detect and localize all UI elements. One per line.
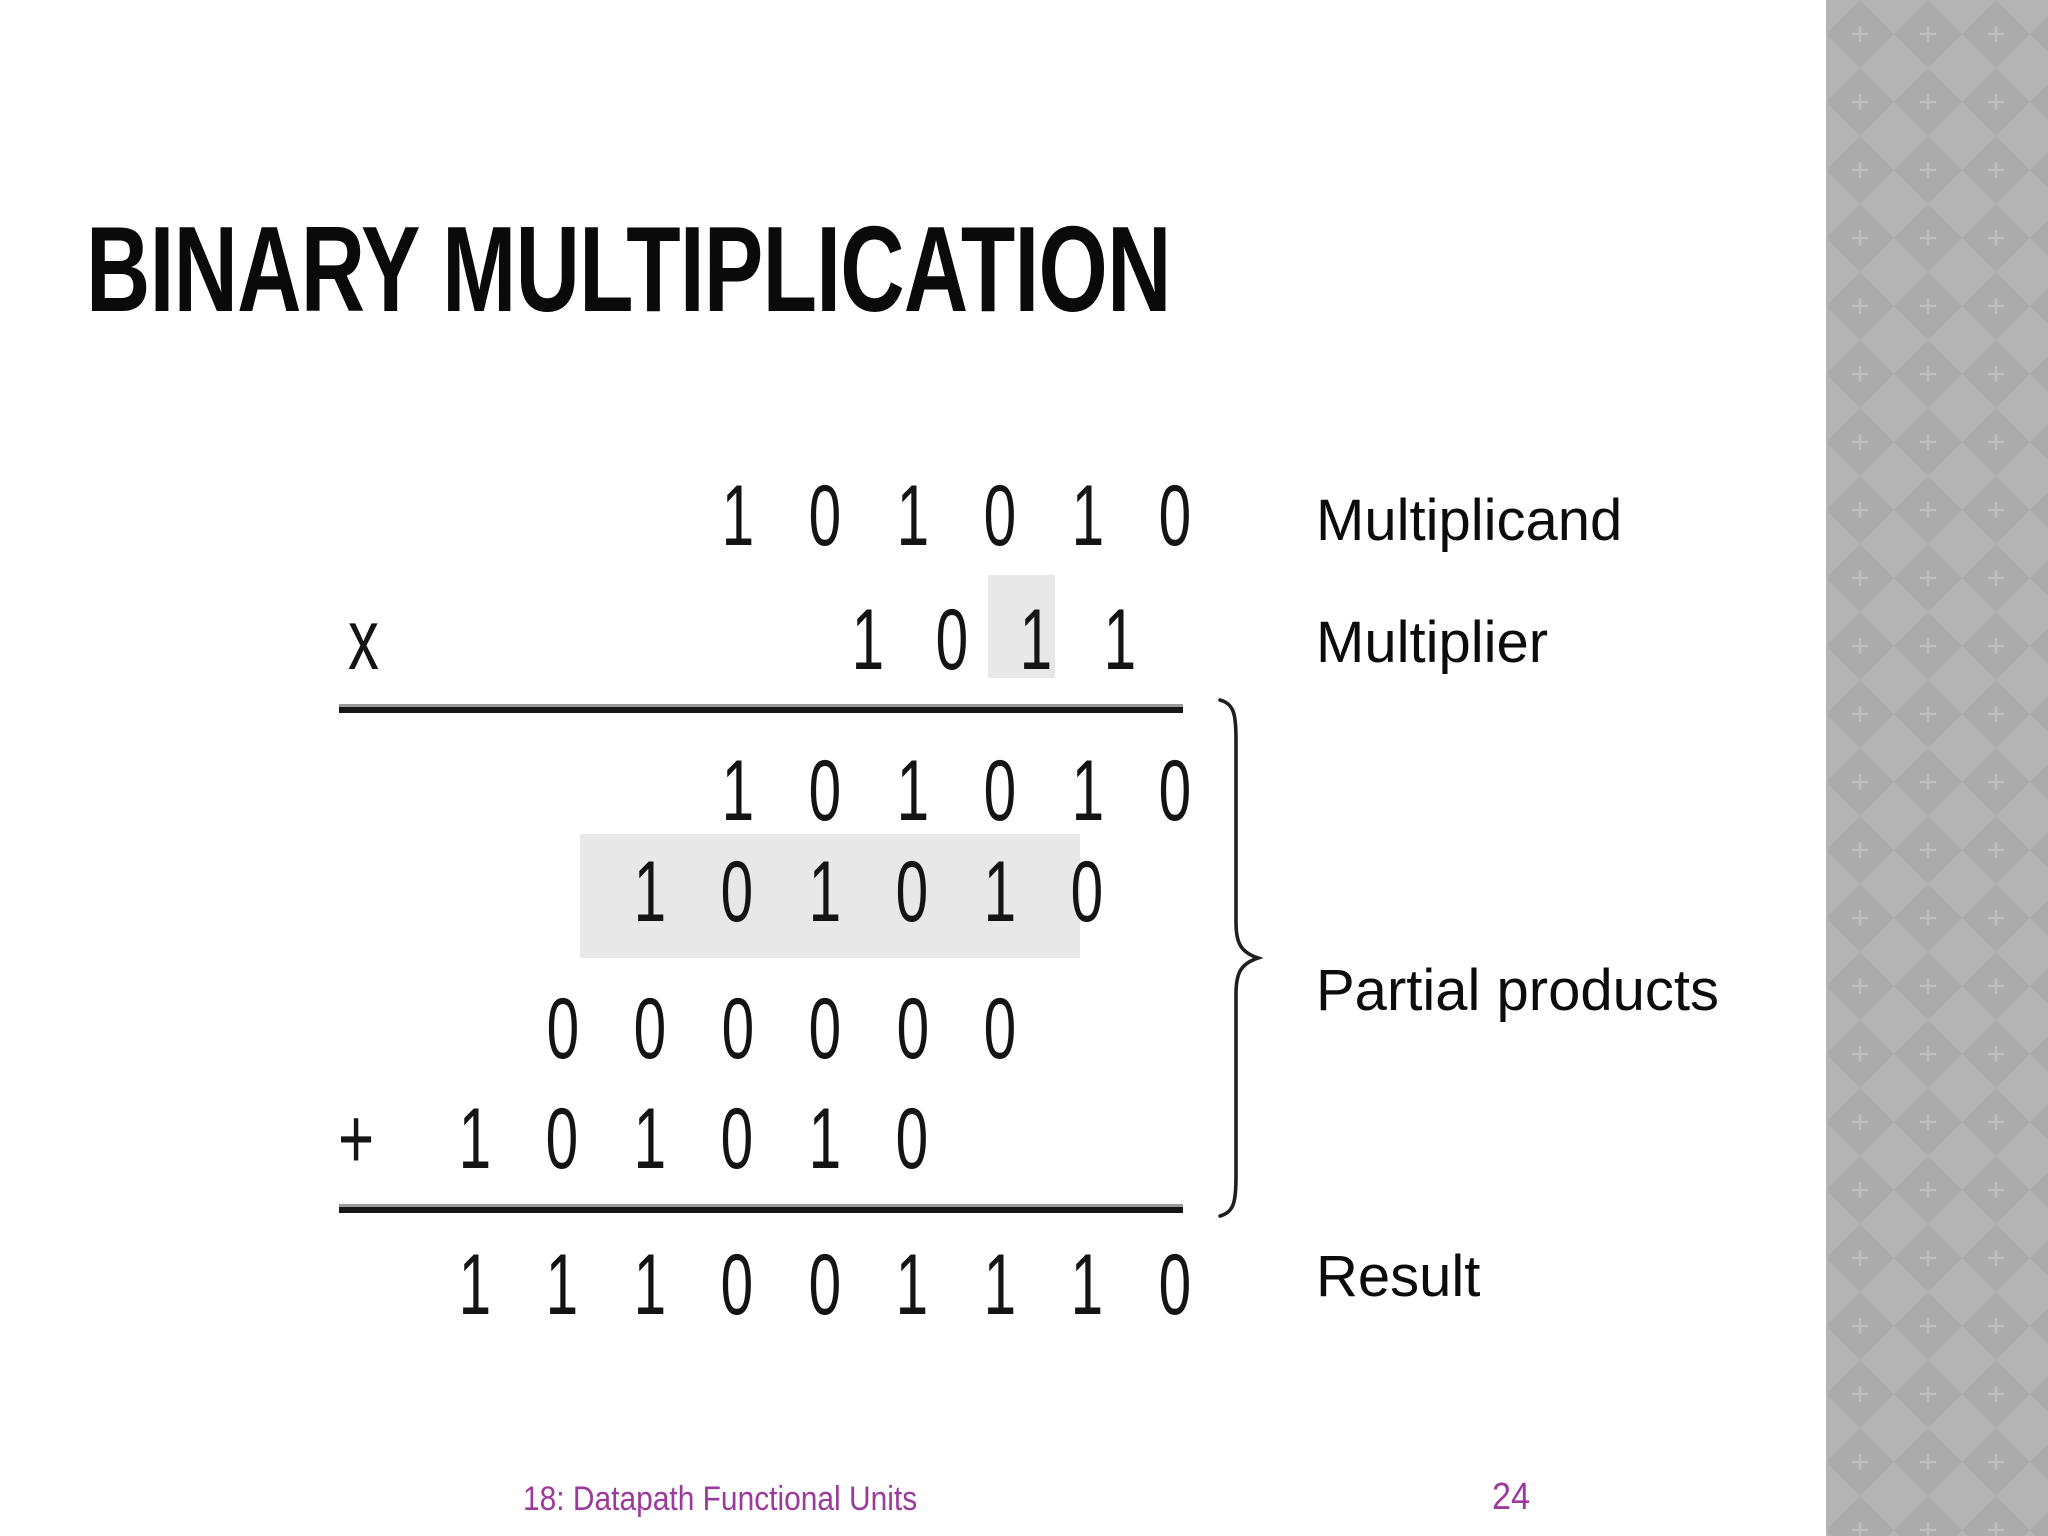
footer-lesson-text: 18: Datapath Functional Units <box>523 1480 918 1518</box>
binary-digit: 0 <box>1158 1237 1192 1333</box>
binary-digit: 1 <box>458 1237 492 1333</box>
multiply-operator: x <box>348 592 379 688</box>
binary-digit: 0 <box>983 468 1017 564</box>
binary-digit: 0 <box>1158 743 1192 839</box>
binary-digit: 1 <box>983 844 1017 940</box>
result-label: Result <box>1316 1244 1481 1309</box>
footer-page-number: 24 <box>1492 1476 1531 1518</box>
binary-digit: 1 <box>633 1237 667 1333</box>
binary-digit: 1 <box>1019 592 1053 688</box>
binary-digit: 1 <box>1071 468 1105 564</box>
binary-digit: 1 <box>896 468 930 564</box>
multiplier-label: Multiplier <box>1316 610 1549 675</box>
binary-digit: 0 <box>1158 468 1192 564</box>
binary-digit: 0 <box>1070 844 1104 940</box>
binary-digit: 0 <box>808 1237 842 1333</box>
binary-digit: 1 <box>458 1091 492 1187</box>
partial-products-label: Partial products <box>1316 958 1719 1023</box>
binary-digit: 0 <box>808 468 842 564</box>
binary-digit: 1 <box>1071 743 1105 839</box>
binary-digit: 1 <box>1103 592 1137 688</box>
partial-product-highlight <box>580 834 1080 958</box>
multiplication-rule-line <box>339 704 1183 713</box>
binary-digit: 0 <box>983 981 1017 1077</box>
plus-operator: + <box>338 1091 375 1187</box>
binary-digit: 1 <box>896 743 930 839</box>
multiplicand-label: Multiplicand <box>1316 488 1623 553</box>
binary-digit: 1 <box>633 844 667 940</box>
binary-digit: 0 <box>983 743 1017 839</box>
binary-digit: 1 <box>633 1091 667 1187</box>
addition-rule-line <box>339 1204 1183 1213</box>
binary-digit: 0 <box>633 981 667 1077</box>
binary-digit: 1 <box>721 743 755 839</box>
binary-digit: 0 <box>808 981 842 1077</box>
argyle-pattern-strip <box>1826 0 2048 1536</box>
binary-digit: 0 <box>720 1091 754 1187</box>
multiplier-bit-highlight <box>988 575 1055 678</box>
binary-digit: 1 <box>983 1237 1017 1333</box>
binary-digit: 1 <box>808 844 842 940</box>
binary-digit: 0 <box>720 1237 754 1333</box>
binary-digit: 0 <box>545 1091 579 1187</box>
binary-digit: 0 <box>895 1091 929 1187</box>
binary-digit: 1 <box>808 1091 842 1187</box>
binary-digit: 0 <box>935 592 969 688</box>
binary-digit: 0 <box>808 743 842 839</box>
binary-digit: 1 <box>895 1237 929 1333</box>
binary-digit: 0 <box>546 981 580 1077</box>
curly-brace-icon <box>1218 698 1264 1218</box>
page-title: BINARY MULTIPLICATION <box>86 201 1171 337</box>
binary-digit: 1 <box>851 592 885 688</box>
binary-digit: 0 <box>895 844 929 940</box>
binary-digit: 1 <box>721 468 755 564</box>
binary-digit: 0 <box>896 981 930 1077</box>
binary-digit: 1 <box>1070 1237 1104 1333</box>
binary-digit: 1 <box>545 1237 579 1333</box>
binary-digit: 0 <box>720 844 754 940</box>
binary-digit: 0 <box>721 981 755 1077</box>
